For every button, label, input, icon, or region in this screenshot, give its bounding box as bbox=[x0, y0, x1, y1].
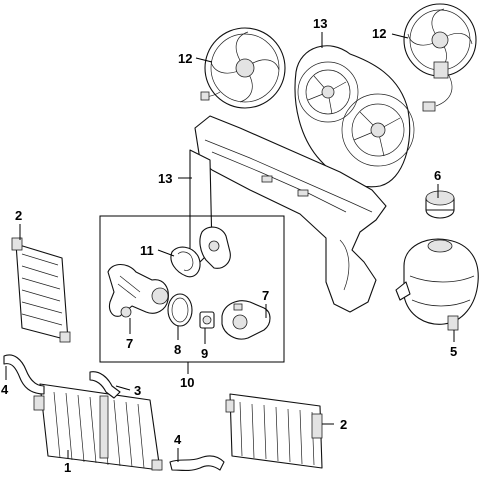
callout-6: 6 bbox=[434, 168, 441, 183]
callout-13-left: 13 bbox=[158, 171, 172, 186]
cooling-fan-right bbox=[403, 3, 477, 112]
callout-12-left: 12 bbox=[178, 51, 192, 66]
callout-2-right: 2 bbox=[340, 417, 347, 432]
callout-11: 11 bbox=[140, 243, 154, 258]
callout-13-top: 13 bbox=[313, 16, 327, 31]
callout-12-right: 12 bbox=[372, 26, 386, 41]
callout-7-left: 7 bbox=[126, 336, 133, 351]
fan-shroud-assembly bbox=[294, 45, 415, 188]
thermostat-group-box bbox=[99, 215, 285, 363]
radiator bbox=[33, 383, 163, 471]
callout-5: 5 bbox=[450, 344, 457, 359]
thermostat bbox=[199, 311, 215, 329]
callout-2-left: 2 bbox=[15, 208, 22, 223]
callout-10: 10 bbox=[180, 375, 194, 390]
water-pump bbox=[221, 300, 271, 340]
pump-gasket bbox=[170, 246, 201, 278]
cooling-fan-left bbox=[200, 27, 286, 109]
callout-8: 8 bbox=[174, 342, 181, 357]
callout-4-left: 4 bbox=[1, 382, 9, 397]
housing-gasket bbox=[167, 293, 193, 327]
callout-9: 9 bbox=[201, 346, 208, 361]
callout-1: 1 bbox=[64, 460, 71, 475]
pump-outlet-housing bbox=[199, 226, 231, 269]
callout-4-bottom: 4 bbox=[174, 432, 182, 447]
reservoir-cap bbox=[425, 190, 455, 219]
callout-3: 3 bbox=[134, 383, 141, 398]
leader-lines bbox=[5, 32, 455, 462]
auxiliary-cooler-left bbox=[11, 237, 71, 343]
thermostat-housing bbox=[107, 263, 169, 318]
coolant-hoses bbox=[3, 354, 225, 472]
callout-labels: 1 2 2 3 4 4 5 6 7 7 8 9 10 11 12 12 13 1… bbox=[1, 16, 457, 475]
auxiliary-cooler-right bbox=[225, 393, 323, 469]
callout-7-right: 7 bbox=[262, 288, 269, 303]
coolant-expansion-tank bbox=[395, 238, 479, 331]
